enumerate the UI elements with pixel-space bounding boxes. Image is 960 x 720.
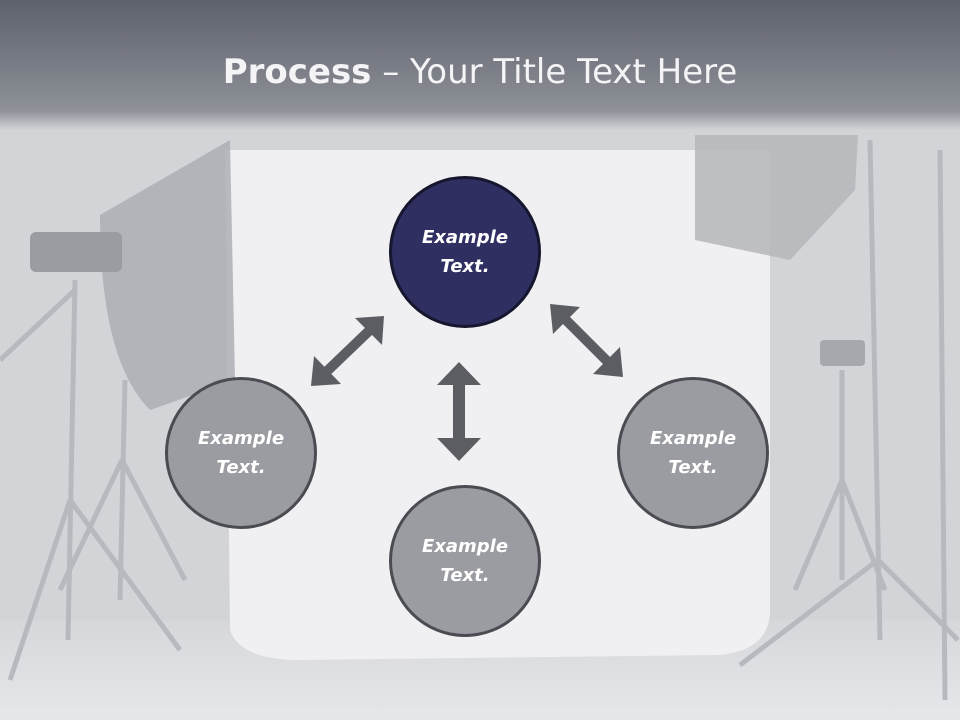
arrow-vertical: [437, 362, 481, 461]
title-rest: – Your Title Text Here: [371, 52, 738, 92]
arrow-top-right: [550, 304, 623, 377]
title-bold: Process: [222, 52, 372, 92]
process-node-right: Example Text.: [617, 377, 769, 529]
node-bottom-label: Example Text.: [421, 536, 509, 586]
process-node-left: Example Text.: [165, 377, 317, 529]
title-bar: [0, 0, 960, 130]
process-node-top: Example Text.: [389, 176, 541, 328]
node-top-label: Example Text.: [421, 227, 509, 277]
arrow-top-left: [311, 316, 384, 386]
node-right-label: Example Text.: [649, 428, 737, 478]
node-left-label: Example Text.: [197, 428, 285, 478]
slide-title: Process – Your Title Text Here: [0, 52, 960, 92]
process-node-bottom: Example Text.: [389, 485, 541, 637]
